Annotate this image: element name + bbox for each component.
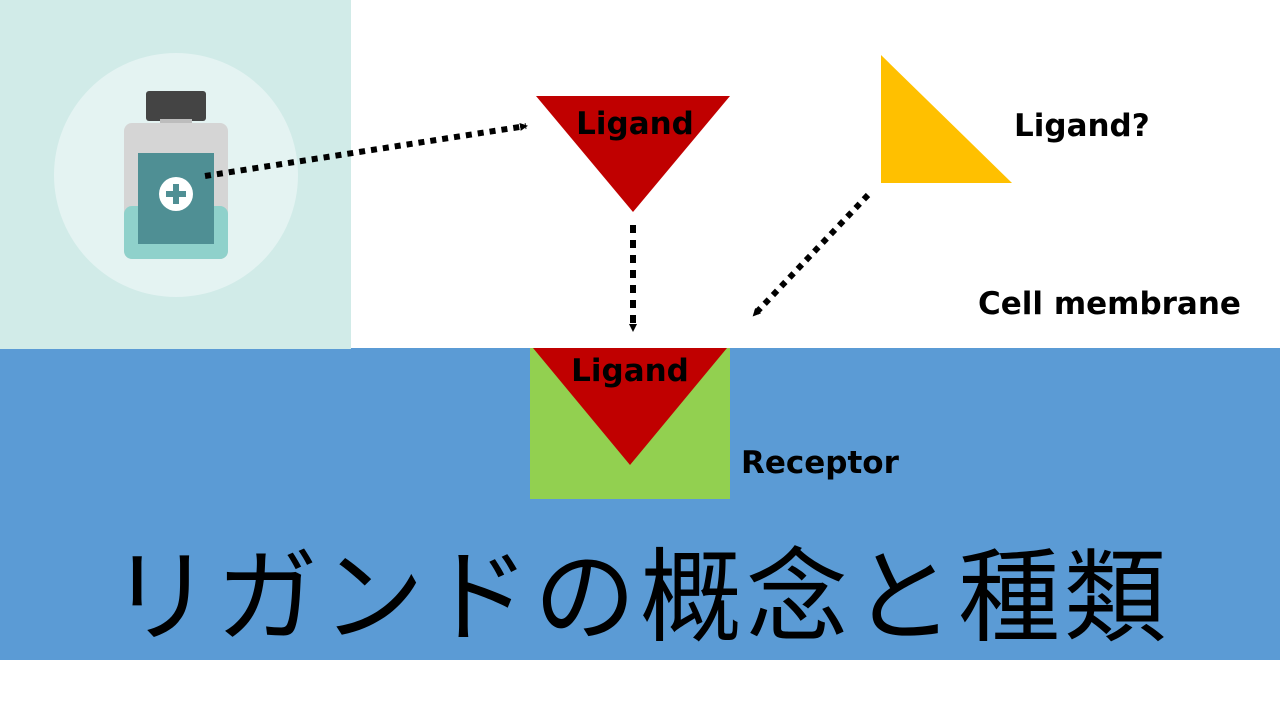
unknown-ligand-triangle — [881, 55, 1012, 183]
plus-cross-icon — [159, 177, 193, 211]
medicine-bottle-icon — [0, 0, 351, 349]
ligand-label-top: Ligand — [576, 106, 694, 142]
ligand-triangle-bound — [533, 348, 727, 465]
ligand-triangle-top — [536, 96, 730, 212]
receptor-label: Receptor — [741, 445, 899, 481]
cell-membrane-label: Cell membrane — [978, 286, 1241, 322]
ligand-unknown-label: Ligand? — [1014, 108, 1150, 144]
arrow-unknown-to-receptor — [751, 192, 871, 318]
ligand-label-bound: Ligand — [571, 353, 689, 389]
bottle-cap — [146, 91, 206, 121]
page-title: リガンドの概念と種類 — [110, 539, 1170, 658]
